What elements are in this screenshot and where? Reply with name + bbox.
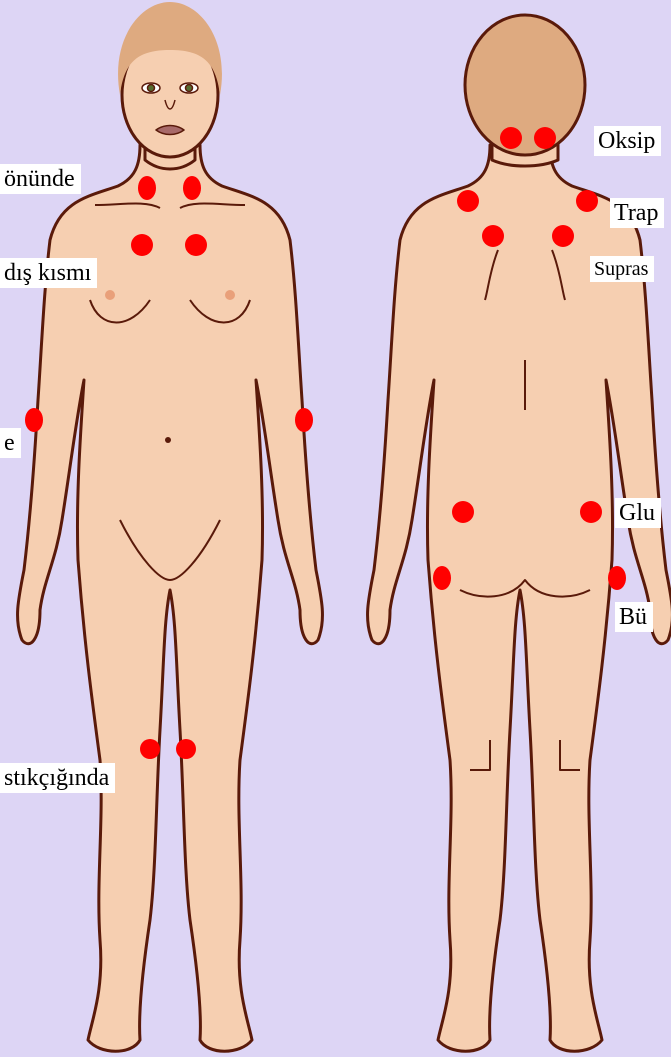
label-back-trapezius: Trap [610, 198, 664, 228]
tender-point [608, 566, 626, 590]
tender-point [457, 190, 479, 212]
tender-point [176, 739, 196, 759]
tender-point [140, 739, 160, 759]
tender-point [452, 501, 474, 523]
back-figure [368, 15, 671, 1051]
tender-point [482, 225, 504, 247]
label-front-chest: dış kısmı [0, 258, 97, 288]
tender-point [576, 190, 598, 212]
front-figure [18, 2, 323, 1051]
label-front-neck: önünde [0, 164, 81, 194]
tender-point [131, 234, 153, 256]
tender-point [185, 234, 207, 256]
label-back-gluteal: Glu [615, 498, 661, 528]
back-head [465, 15, 585, 155]
label-front-knee: stıkçığında [0, 763, 115, 793]
front-navel [165, 437, 171, 443]
label-back-occipital: Oksip [594, 126, 661, 156]
tender-point [433, 566, 451, 590]
label-front-elbow: e [0, 428, 21, 458]
tender-point [580, 501, 602, 523]
tender-point [552, 225, 574, 247]
tender-point [25, 408, 43, 432]
tender-point [500, 127, 522, 149]
tender-point [138, 176, 156, 200]
front-nipple-left [105, 290, 115, 300]
label-back-supraspinatus: Supras [590, 256, 654, 282]
tender-point [534, 127, 556, 149]
tender-point [295, 408, 313, 432]
front-nipple-right [225, 290, 235, 300]
tender-point [183, 176, 201, 200]
label-back-trochanter: Bü [615, 602, 653, 632]
